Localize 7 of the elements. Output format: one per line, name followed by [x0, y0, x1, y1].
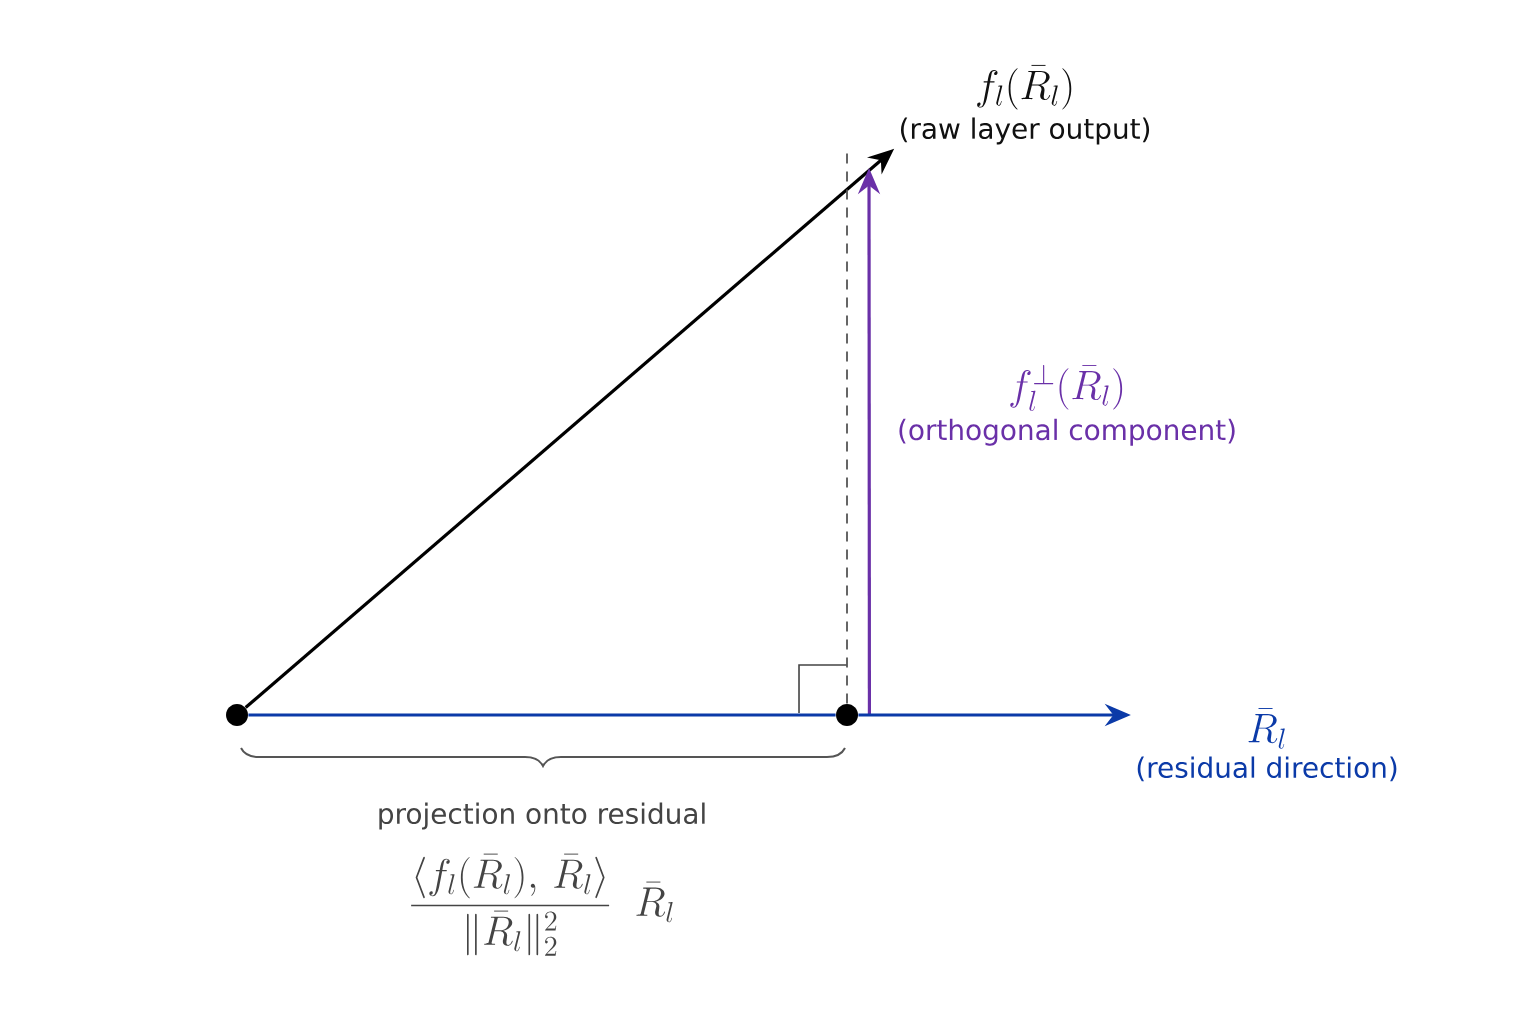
point — [836, 704, 858, 726]
projection-formula: $\frac{\langle f_l(\bar{R}_l),\, \bar{R}_l\rangle}{\|\bar{R}_l\|_2^2}\;\; \bar{R}_l$ — [411, 853, 673, 956]
vector-label: $\bar{R}_l$ (residual direction) — [1137, 708, 1397, 782]
point — [226, 704, 248, 726]
vector-label: $f_l(\bar{R}_l)$ (raw layer output) — [901, 64, 1150, 145]
projection-label: projection onto residual — [379, 802, 705, 830]
vector-label: $f_l^{\perp}(\bar{R}_l)$ (orthogonal component) — [899, 365, 1235, 446]
